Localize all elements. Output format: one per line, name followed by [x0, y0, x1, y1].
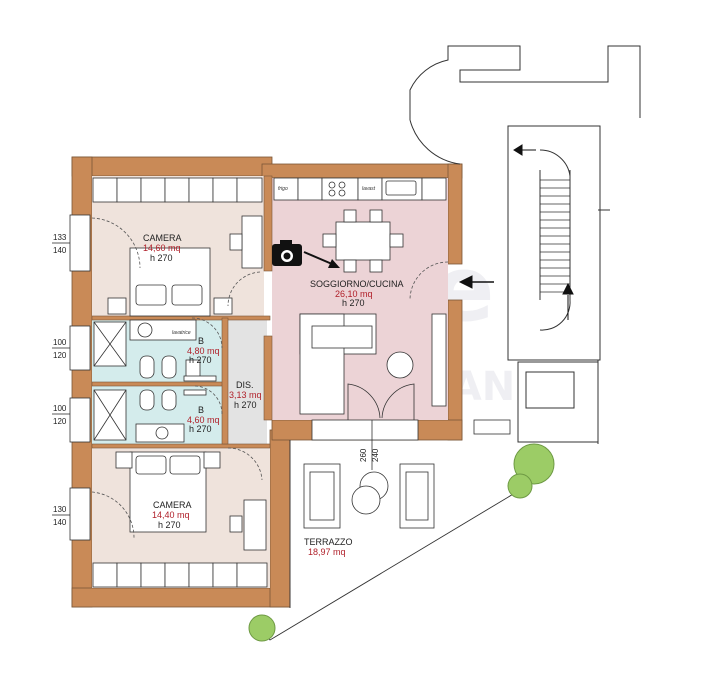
tv-unit [431, 313, 447, 407]
terrace-outline [255, 440, 521, 641]
french-doors [311, 383, 419, 470]
room-name-bath-top: B [198, 336, 204, 346]
room-area-living: 26,10 mq [335, 289, 373, 299]
interior-walls [91, 175, 273, 449]
desk-bottom [229, 499, 267, 551]
room-name-living: SOGGIORNO/CUCINA [310, 279, 404, 289]
room-name-camera-top: CAMERA [143, 233, 182, 243]
coffee-table [386, 351, 414, 379]
wardrobe-bottom [92, 562, 268, 588]
room-height-corridor: h 270 [234, 400, 257, 410]
fixture-label-lavatrice: lavatrice [172, 330, 191, 336]
terrace-furniture [303, 463, 435, 529]
wardrobe-top [92, 177, 263, 203]
window-dim-1-bottom: 140 [53, 246, 67, 255]
room-name-corridor: DIS. [236, 380, 254, 390]
room-area-camera-top: 14,60 mq [143, 243, 181, 253]
window-dim-4-bottom: 140 [53, 518, 67, 527]
window-dim-ticks [52, 242, 70, 516]
dining-table [322, 209, 404, 273]
door-dim-b: 240 [371, 448, 380, 462]
room-name-terrace: TERRAZZO [304, 537, 353, 547]
room-area-bath-bottom: 4,60 mq [187, 415, 220, 425]
room-area-terrace: 18,97 mq [308, 547, 346, 557]
fixture-label-frigo: frigo [278, 186, 288, 192]
window-dim-1-top: 133 [53, 233, 67, 242]
bathroom-fixtures-top [93, 319, 217, 382]
living-window-bottom [473, 419, 511, 435]
room-height-camera-top: h 270 [150, 253, 173, 263]
bed-bottom [115, 451, 221, 533]
kitchen-counter [273, 177, 447, 201]
room-area-corridor: 3,13 mq [229, 390, 262, 400]
room-area-bath-top: 4,80 mq [187, 346, 220, 356]
room-height-living: h 270 [342, 298, 365, 308]
door-swings [91, 217, 449, 539]
camera-icon [272, 240, 340, 268]
room-height-bath-bottom: h 270 [189, 424, 212, 434]
room-height-camera-bottom: h 270 [158, 520, 181, 530]
window-dim-2-bottom: 120 [53, 351, 67, 360]
room-height-bath-top: h 270 [189, 355, 212, 365]
sofa [299, 313, 377, 415]
stair-treads [540, 179, 570, 293]
window-dim-3-bottom: 120 [53, 417, 67, 426]
room-area-camera-bottom: 14,40 mq [152, 510, 190, 520]
desk-top [229, 215, 263, 269]
corridor-floor [227, 318, 267, 444]
tree-icon [248, 443, 555, 642]
room-name-bath-bottom: B [198, 405, 204, 415]
entrance-arrow-icon [458, 275, 494, 289]
room-name-camera-bottom: CAMERA [153, 500, 192, 510]
bathroom-fixtures-bottom [93, 389, 207, 443]
stairwell [409, 45, 641, 444]
fixture-label-lavast: lavast [362, 186, 376, 192]
windows-left [69, 214, 91, 541]
bed-top [107, 247, 233, 317]
stair-arrow-icon [513, 144, 574, 320]
door-dim-a: 260 [359, 448, 368, 462]
window-dim-2-top: 100 [53, 338, 67, 347]
window-dim-4-top: 130 [53, 505, 67, 514]
window-dim-3-top: 100 [53, 404, 67, 413]
